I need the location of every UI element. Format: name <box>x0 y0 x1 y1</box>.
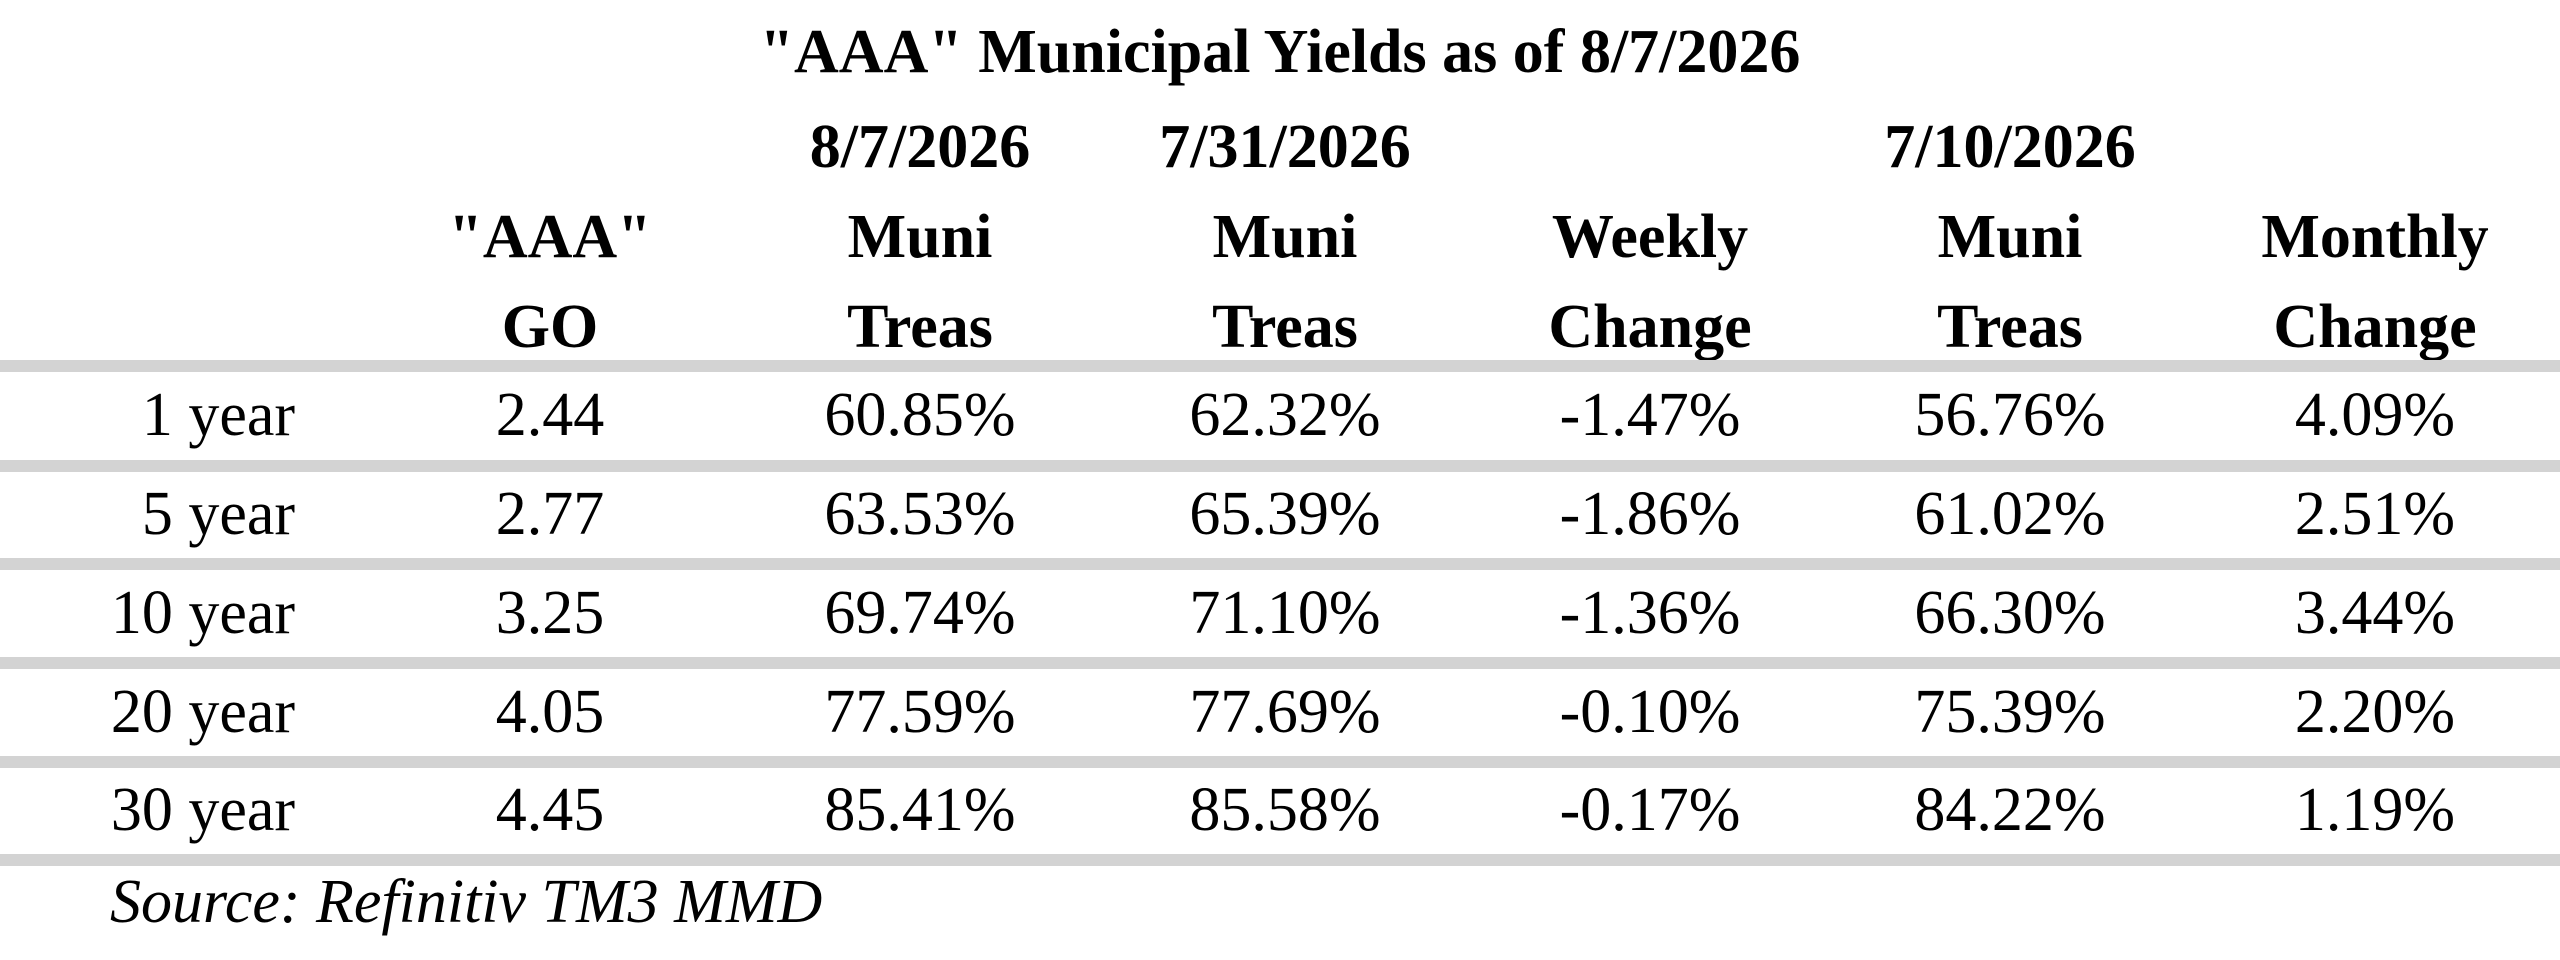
column-header-7-31-2026: 7/31/2026 Muni Treas <box>1130 102 1440 372</box>
column-header-line1: Monthly <box>2261 203 2489 271</box>
muni-treas-7-31-cell: 71.10% <box>1189 579 1381 647</box>
aaa-go-cell: 4.45 <box>495 776 605 844</box>
row-label: 5 year <box>141 480 295 548</box>
table-title: "AAA" Municipal Yields as of 8/7/2026 <box>759 18 1801 86</box>
muni-treas-7-10-cell: 66.30% <box>1914 579 2106 647</box>
column-header-7-10-2026: 7/10/2026 Muni Treas <box>1855 102 2165 372</box>
column-header-line1: Muni <box>1212 203 1358 271</box>
muni-treas-8-7-cell: 60.85% <box>824 381 1016 449</box>
muni-treas-7-31-cell: 62.32% <box>1189 381 1381 449</box>
row-rule <box>0 756 2560 768</box>
muni-treas-8-7-cell: 85.41% <box>824 776 1016 844</box>
column-header-date: 7/10/2026 <box>1884 113 2136 181</box>
muni-treas-7-31-cell: 77.69% <box>1189 678 1381 746</box>
column-header-line1: Weekly <box>1551 203 1749 271</box>
monthly-change-cell: 2.51% <box>2294 480 2456 548</box>
column-header-date <box>420 102 680 192</box>
muni-treas-7-10-cell: 61.02% <box>1914 480 2106 548</box>
row-rule <box>0 657 2560 669</box>
column-header-line2: Treas <box>847 293 993 361</box>
muni-treas-7-10-cell: 75.39% <box>1914 678 2106 746</box>
aaa-go-cell: 2.77 <box>495 480 605 548</box>
column-header-8-7-2026: 8/7/2026 Muni Treas <box>775 102 1065 372</box>
monthly-change-cell: 2.20% <box>2294 678 2456 746</box>
aaa-go-cell: 3.25 <box>495 579 605 647</box>
row-rule <box>0 558 2560 570</box>
row-label: 20 year <box>110 678 295 746</box>
monthly-change-cell: 4.09% <box>2294 381 2456 449</box>
weekly-change-cell: -1.86% <box>1559 480 1741 548</box>
column-header-line2: Treas <box>1212 293 1358 361</box>
column-header-date: 7/31/2026 <box>1159 113 1411 181</box>
weekly-change-cell: -0.10% <box>1559 678 1741 746</box>
row-label: 1 year <box>141 381 295 449</box>
row-rule <box>0 460 2560 472</box>
weekly-change-cell: -1.36% <box>1559 579 1741 647</box>
muni-treas-8-7-cell: 63.53% <box>824 480 1016 548</box>
weekly-change-cell: -0.17% <box>1559 776 1741 844</box>
bottom-rule <box>0 854 2560 866</box>
weekly-change-cell: -1.47% <box>1559 381 1741 449</box>
row-label: 10 year <box>110 579 295 647</box>
aaa-go-cell: 4.05 <box>495 678 605 746</box>
header-rule <box>0 360 2560 372</box>
column-header-line2: Change <box>1548 293 1752 361</box>
monthly-change-cell: 1.19% <box>2294 776 2456 844</box>
muni-treas-7-10-cell: 84.22% <box>1914 776 2106 844</box>
muni-treas-7-31-cell: 65.39% <box>1189 480 1381 548</box>
column-header-monthly-change: Monthly Change <box>2220 102 2530 372</box>
muni-treas-8-7-cell: 69.74% <box>824 579 1016 647</box>
column-header-line2: GO <box>501 293 599 361</box>
column-header-weekly-change: Weekly Change <box>1500 102 1800 372</box>
aaa-go-cell: 2.44 <box>495 381 605 449</box>
column-header-date <box>2220 102 2530 192</box>
column-header-line2: Change <box>2273 293 2477 361</box>
column-header-line1: Muni <box>847 203 993 271</box>
monthly-change-cell: 3.44% <box>2294 579 2456 647</box>
column-header-line2: Treas <box>1937 293 2083 361</box>
row-label: 30 year <box>110 776 295 844</box>
muni-treas-8-7-cell: 77.59% <box>824 678 1016 746</box>
column-header-line1: Muni <box>1937 203 2083 271</box>
source-note: Source: Refinitiv TM3 MMD <box>110 868 823 936</box>
muni-treas-7-31-cell: 85.58% <box>1189 776 1381 844</box>
column-header-date <box>1500 102 1800 192</box>
column-header-line1: "AAA" <box>448 203 652 271</box>
muni-treas-7-10-cell: 56.76% <box>1914 381 2106 449</box>
column-header-aaa-go: "AAA" GO <box>420 102 680 372</box>
column-header-date: 8/7/2026 <box>809 113 1031 181</box>
